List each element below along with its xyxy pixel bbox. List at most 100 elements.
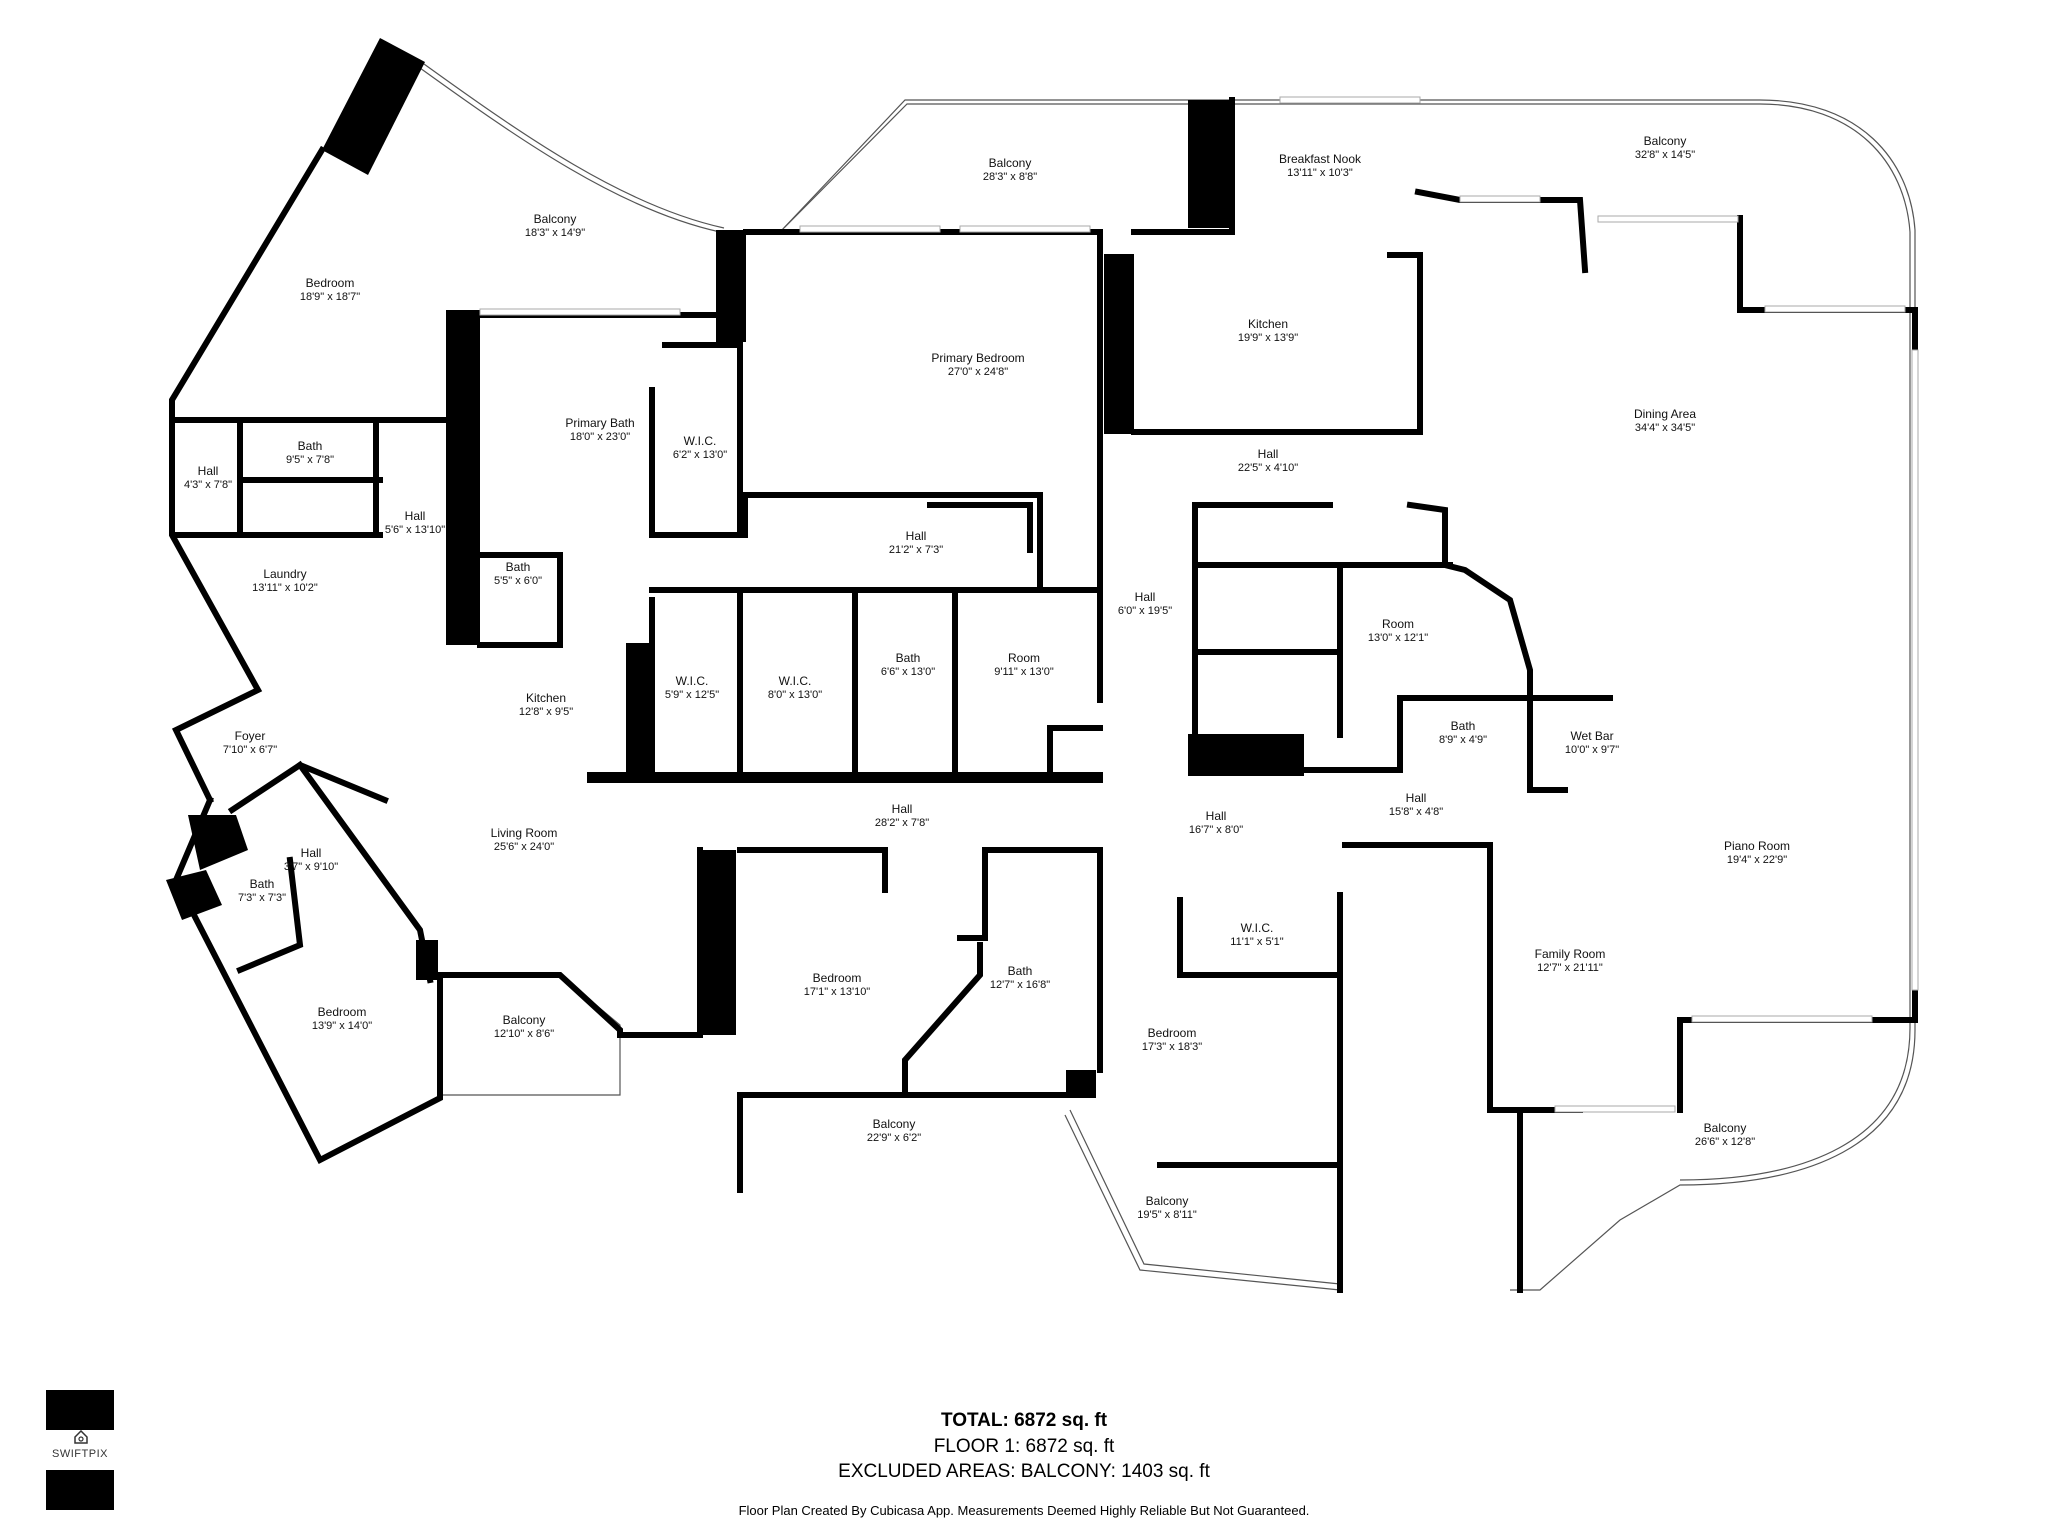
room-name: W.I.C. [676,674,709,688]
room-dimensions: 8'0" x 13'0" [768,689,822,701]
logo-brand: SWIFTPIX [52,1448,108,1460]
room-name: Bedroom [306,276,355,290]
room-name: Hall [906,529,927,543]
room-dimensions: 16'7" x 8'0" [1189,824,1243,836]
room-name: W.I.C. [684,434,717,448]
room-dimensions: 9'5" x 7'8" [286,454,334,466]
room-name: W.I.C. [779,674,812,688]
room-name: Piano Room [1724,839,1790,853]
room-dimensions: 26'6" x 12'8" [1695,1136,1755,1148]
room-name: Hall [405,509,426,523]
room-dimensions: 25'6" x 24'0" [494,841,554,853]
room-dimensions: 4'3" x 7'8" [184,479,232,491]
room-name: Balcony [989,156,1032,170]
room-dimensions: 22'9" x 6'2" [867,1132,921,1144]
balcony-railings [419,63,1916,1291]
room-name: Family Room [1535,947,1606,961]
windows [479,96,1919,1113]
room-name: Foyer [235,729,266,743]
disclaimer-text: Floor Plan Created By Cubicasa App. Meas… [738,1503,1310,1518]
room-name: Hall [1206,809,1227,823]
total-area: TOTAL: 6872 sq. ft [940,1410,1108,1431]
room-dimensions: 5'9" x 12'5" [665,689,719,701]
room-dimensions: 34'4" x 34'5" [1635,422,1695,434]
logo-bottom-block [46,1470,114,1510]
room-name: Balcony [1644,134,1687,148]
room-name: Living Room [491,826,558,840]
logo-top-block [46,1390,114,1430]
room-dimensions: 18'9" x 18'7" [300,291,360,303]
room-dimensions: 15'8" x 4'8" [1389,806,1443,818]
room-dimensions: 19'9" x 13'9" [1238,332,1298,344]
room-name: Hall [1135,590,1156,604]
room-dimensions: 27'0" x 24'8" [948,366,1008,378]
room-name: Bedroom [1148,1026,1197,1040]
room-dimensions: 8'9" x 4'9" [1439,734,1487,746]
room-dimensions: 12'8" x 9'5" [519,706,573,718]
room-dimensions: 6'0" x 19'5" [1118,605,1172,617]
room-name: Breakfast Nook [1279,152,1362,166]
room-dimensions: 5'5" x 6'0" [494,575,542,587]
room-name: Hall [1258,447,1279,461]
room-name: Primary Bedroom [931,351,1024,365]
room-dimensions: 13'9" x 14'0" [312,1020,372,1032]
excluded-area: EXCLUDED AREAS: BALCONY: 1403 sq. ft [838,1461,1210,1482]
floor-area: FLOOR 1: 6872 sq. ft [933,1436,1115,1457]
room-dimensions: 12'10" x 8'6" [494,1028,554,1040]
room-name: Balcony [1704,1121,1747,1135]
room-dimensions: 6'2" x 13'0" [673,449,727,461]
room-dimensions: 9'11" x 13'0" [994,666,1054,678]
room-name: Hall [301,846,322,860]
room-name: Balcony [503,1013,546,1027]
room-name: Bath [896,651,921,665]
room-dimensions: 3'7" x 9'10" [284,861,338,873]
room-dimensions: 21'2" x 7'3" [889,544,943,556]
structural-columns [166,38,1304,1098]
room-dimensions: 13'11" x 10'3" [1287,167,1353,179]
room-name: Hall [1406,791,1427,805]
room-name: Hall [892,802,913,816]
room-name: Bedroom [318,1005,367,1019]
room-dimensions: 11'1" x 5'1" [1230,936,1283,948]
room-name: Laundry [263,567,306,581]
room-dimensions: 12'7" x 21'11" [1537,962,1603,974]
room-dimensions: 17'1" x 13'10" [804,986,871,998]
room-dimensions: 19'4" x 22'9" [1727,854,1787,866]
room-name: Bath [506,560,531,574]
room-name: Primary Bath [565,416,634,430]
room-name: Balcony [534,212,577,226]
room-dimensions: 6'6" x 13'0" [881,666,935,678]
room-name: Room [1008,651,1040,665]
room-name: Room [1382,617,1414,631]
room-name: W.I.C. [1241,921,1274,935]
room-name: Bedroom [813,971,862,985]
room-name: Balcony [1146,1194,1189,1208]
house-camera-icon [74,1430,88,1444]
room-name: Bath [250,877,275,891]
room-name: Kitchen [526,691,566,705]
room-name: Wet Bar [1570,729,1613,743]
room-dimensions: 7'10" x 6'7" [223,744,277,756]
room-dimensions: 12'7" x 16'8" [990,979,1050,991]
room-dimensions: 19'5" x 8'11" [1137,1209,1197,1221]
room-dimensions: 22'5" x 4'10" [1238,462,1298,474]
room-dimensions: 17'3" x 18'3" [1142,1041,1202,1053]
room-name: Kitchen [1248,317,1288,331]
room-name: Balcony [873,1117,916,1131]
room-name: Hall [198,464,219,478]
room-name: Bath [298,439,323,453]
room-name: Bath [1451,719,1476,733]
room-dimensions: 18'3" x 14'9" [525,227,585,239]
room-dimensions: 28'3" x 8'8" [983,171,1037,183]
swiftpix-logo: SWIFTPIX [46,1390,114,1510]
room-dimensions: 5'6" x 13'10" [385,524,445,536]
room-dimensions: 32'8" x 14'5" [1635,149,1695,161]
room-dimensions: 13'11" x 10'2" [252,582,318,594]
room-dimensions: 18'0" x 23'0" [570,431,630,443]
room-name: Dining Area [1634,407,1696,421]
room-dimensions: 28'2" x 7'8" [875,817,929,829]
room-name: Bath [1008,964,1033,978]
room-dimensions: 10'0" x 9'7" [1565,744,1619,756]
